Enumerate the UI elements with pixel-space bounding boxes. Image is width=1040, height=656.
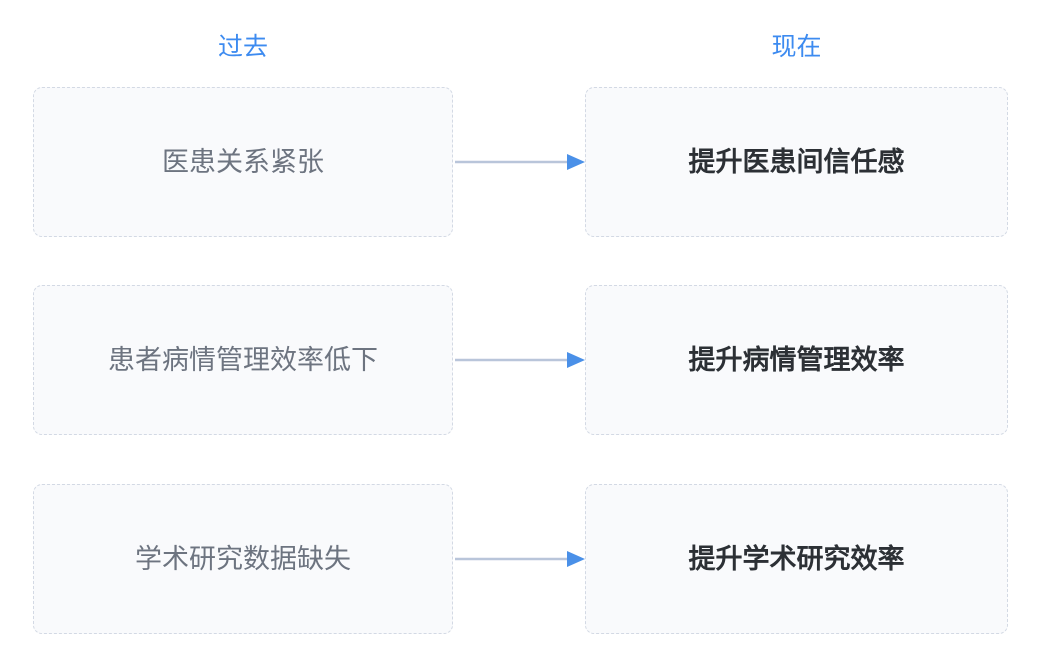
past-state-label: 患者病情管理效率低下 bbox=[108, 345, 378, 375]
present-state-label: 提升学术研究效率 bbox=[688, 544, 905, 574]
arrow-right-icon bbox=[455, 550, 585, 568]
arrow-right-icon bbox=[455, 153, 585, 171]
present-state-box[interactable]: 提升病情管理效率 bbox=[585, 285, 1008, 435]
past-state-label: 医患关系紧张 bbox=[162, 147, 324, 177]
arrow-right-icon bbox=[455, 351, 585, 369]
past-state-label: 学术研究数据缺失 bbox=[135, 544, 351, 574]
present-state-label: 提升医患间信任感 bbox=[688, 147, 905, 177]
comparison-row: 患者病情管理效率低下 提升病情管理效率 bbox=[0, 285, 1040, 435]
present-state-label: 提升病情管理效率 bbox=[688, 345, 905, 375]
past-state-box[interactable]: 患者病情管理效率低下 bbox=[33, 285, 453, 435]
comparison-row: 学术研究数据缺失 提升学术研究效率 bbox=[0, 484, 1040, 634]
column-header-present: 现在 bbox=[771, 33, 822, 61]
past-state-box[interactable]: 学术研究数据缺失 bbox=[33, 484, 453, 634]
past-state-box[interactable]: 医患关系紧张 bbox=[33, 87, 453, 237]
comparison-row: 医患关系紧张 提升医患间信任感 bbox=[0, 87, 1040, 237]
column-header-past: 过去 bbox=[217, 33, 268, 61]
present-state-box[interactable]: 提升医患间信任感 bbox=[585, 87, 1008, 237]
present-state-box[interactable]: 提升学术研究效率 bbox=[585, 484, 1008, 634]
